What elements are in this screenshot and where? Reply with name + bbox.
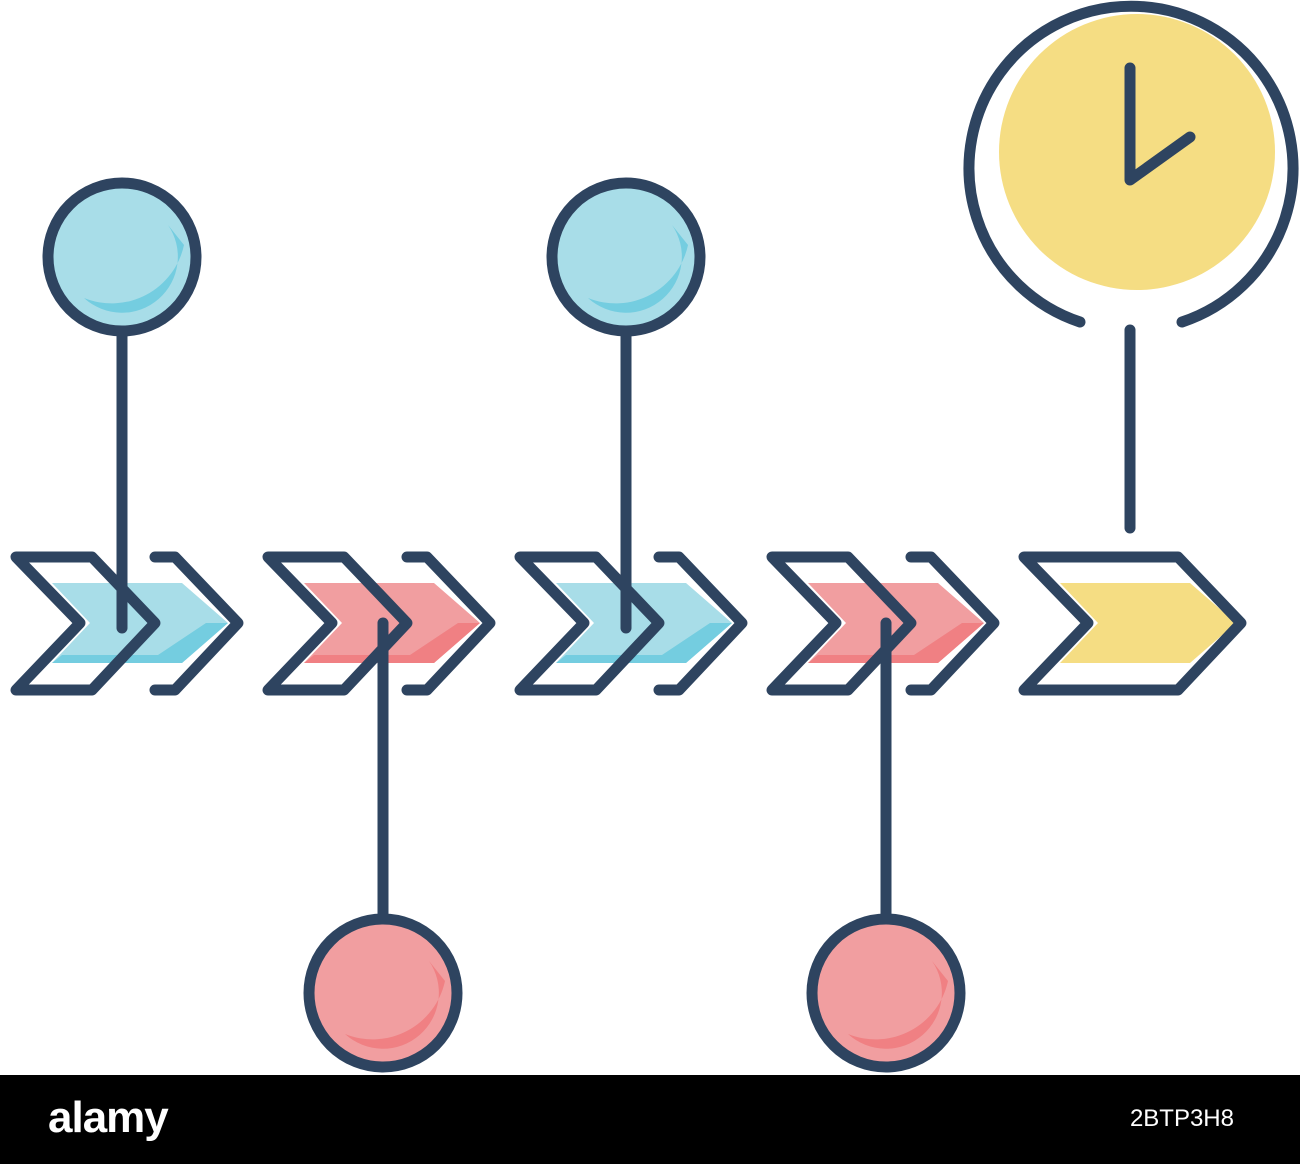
timeline-step-1	[10, 177, 244, 696]
chevron-outline	[514, 551, 665, 696]
chevron-outline	[766, 551, 917, 696]
timeline-illustration	[10, 0, 1300, 1073]
chevron-outline	[10, 551, 161, 696]
chevron-shade	[556, 623, 732, 663]
chevron-shade	[52, 623, 228, 663]
brand-logo: alamy	[48, 1093, 169, 1142]
clock-icon	[963, 0, 1300, 328]
chevron-outline	[905, 551, 1000, 696]
milestone-pin-icon	[42, 177, 202, 337]
milestone-pin-icon	[303, 913, 463, 1073]
timeline-step-3	[514, 177, 748, 696]
clock-hands	[1124, 62, 1196, 186]
chevron-outline	[149, 551, 244, 696]
timeline-step-2	[262, 551, 496, 1073]
timeline-step-4	[766, 551, 1000, 1073]
chevron-outline	[653, 551, 748, 696]
chevron-shade	[304, 623, 480, 663]
chevron-shade	[808, 623, 984, 663]
milestone-pin-icon	[806, 913, 966, 1073]
chevron-arrow-icon	[1060, 583, 1236, 663]
footer-bar: alamy 2BTP3H8	[0, 1075, 1300, 1164]
chevron-outline	[262, 551, 413, 696]
timeline-step-5	[963, 0, 1300, 696]
stock-id: 2BTP3H8	[1129, 1105, 1234, 1132]
chevron-outline	[1018, 551, 1247, 696]
milestone-pin-icon	[546, 177, 706, 337]
chevron-outline	[401, 551, 496, 696]
